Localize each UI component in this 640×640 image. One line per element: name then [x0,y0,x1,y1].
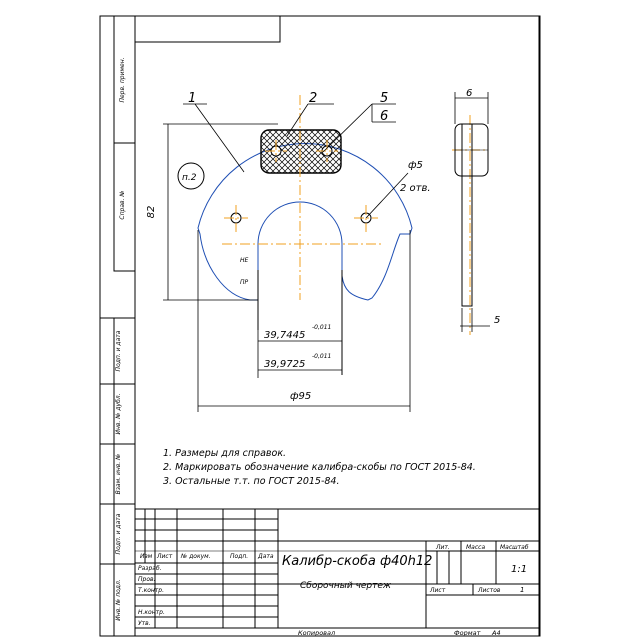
callout-1: 1 [188,91,196,106]
callout-5: 5 [380,91,388,106]
mark-pr: ПР [240,279,249,286]
sheets-label: Листов [477,587,501,594]
header-list: Лист [156,553,173,560]
note-1: 1. Размеры для справок. [163,448,286,459]
scale-value: 1:1 [511,564,527,575]
role-prov: Пров. [138,576,156,583]
side-top-dim: 6 [466,88,472,99]
sheet-label: Лист [429,587,446,594]
position-label: п.2 [182,173,197,183]
title-block [134,508,540,629]
mass-label: Масса [466,544,485,551]
sheets-value: 1 [520,586,524,594]
note-3: 3. Остальные т.т. по ГОСТ 2015-84. [163,476,340,487]
side-thickness: 5 [494,315,500,326]
strip-label-3: Подп. и дата [115,330,122,371]
strip-label-6: Подп. и дата [115,513,122,554]
left-strip [99,15,136,637]
dim-hole-count: 2 отв. [400,183,431,194]
role-tkontr: Т.контр. [138,587,164,594]
header-izm: Изм [140,553,153,560]
strip-label-1: Перв. примен. [119,57,126,102]
header-sign: Подп. [230,553,248,560]
dim-hole-dia: ф5 [408,160,423,171]
header-doc: № докум. [180,553,211,560]
top-left-box [134,15,281,43]
mark-ne: НЕ [240,257,249,264]
callout-2: 2 [309,91,317,106]
lit-label: Лит. [435,544,450,551]
dim-slot-1: 39,7445 [264,330,305,341]
document-title: Калибр-скоба ф40h12 [282,554,432,569]
note-2: 2. Маркировать обозначение калибра-скобы… [163,462,476,473]
dim-outer-dia: ф95 [290,391,311,402]
dimension-lines [163,92,490,412]
role-razrab: Разраб. [138,565,162,572]
dim-slot-1-tol: -0,011 [312,324,331,331]
strip-label-7: Инв. № подл. [115,579,122,620]
footer-format-value: А4 [491,629,501,637]
callout-6: 6 [380,109,388,124]
header-date: Дата [257,553,274,560]
document-subtitle: Сборочный чертеж [300,581,392,591]
strip-label-2: Справ. № [119,190,126,219]
marking-plate [260,129,342,174]
center-lines [222,95,488,335]
role-nkontr: Н.контр. [138,609,165,616]
dim-slot-2-tol: -0,011 [312,353,331,360]
footer-format-label: Формат [454,629,481,637]
position-balloon [177,162,205,190]
strip-label-5: Взам. инв. № [115,454,122,495]
footer-copied: Копировал [298,629,335,637]
scale-label: Масштаб [500,544,529,551]
role-utv: Утв. [138,620,151,627]
dim-height: 82 [146,206,157,219]
dim-slot-2: 39,9725 [264,359,305,370]
strip-label-4: Инв. № дубл. [115,393,122,434]
